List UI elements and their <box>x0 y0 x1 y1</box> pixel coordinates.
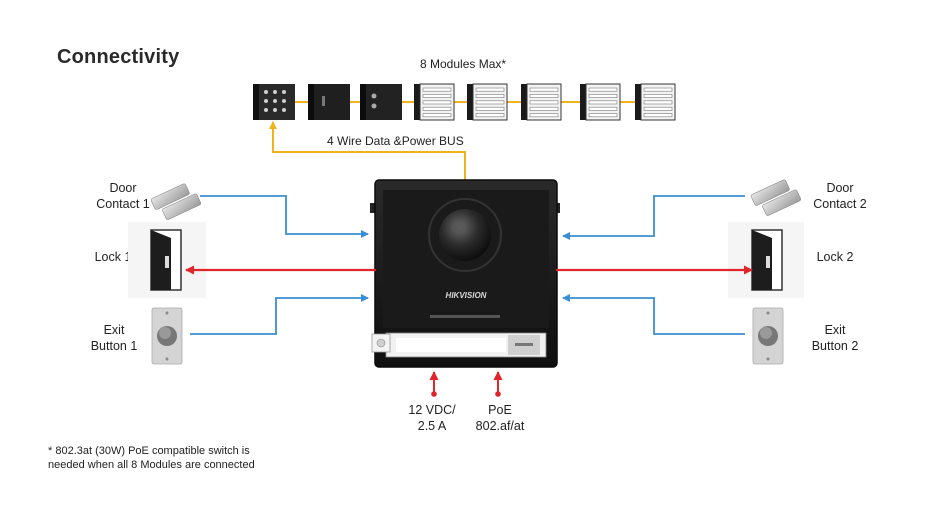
dc-power-label: 12 VDC/ 2.5 A <box>408 403 456 433</box>
indicator-module <box>360 84 402 120</box>
exit-button-1-label: Exit Button 1 <box>90 323 138 353</box>
door-contact-2-wire <box>562 195 745 240</box>
keypad-module <box>253 84 295 120</box>
door-contact-1-wire <box>200 195 369 238</box>
exit-button-1-wire <box>190 294 369 335</box>
lock-1-label: Lock 1 <box>94 250 132 264</box>
door-contact-2-label: Door Contact 2 <box>813 181 867 211</box>
modules-max-label: 8 Modules Max* <box>420 57 507 71</box>
door-contact-1-label: Door Contact 1 <box>96 181 150 211</box>
lock-1-icon <box>128 222 206 298</box>
lock-2-icon <box>728 222 804 298</box>
card-reader-module <box>308 84 350 120</box>
exit-button-2-wire <box>562 294 745 335</box>
lock-2-label: Lock 2 <box>816 250 854 264</box>
bus-label: 4 Wire Data &Power BUS <box>327 134 464 148</box>
button-module <box>414 83 455 121</box>
door-contact-2 <box>750 179 802 216</box>
page-title: Connectivity <box>57 46 180 68</box>
door-station: HIKVISION <box>370 179 560 368</box>
expansion-modules <box>253 83 676 121</box>
button-module <box>635 83 676 121</box>
button-module <box>521 83 562 121</box>
exit-button-2-label: Exit Button 2 <box>811 323 859 353</box>
poe-label: PoE 802.af/at <box>475 403 525 433</box>
name-label-panel <box>385 332 547 358</box>
button-module <box>467 83 508 121</box>
footnote: * 802.3at (30W) PoE compatible switch is… <box>48 445 255 471</box>
exit-button-2-icon <box>752 307 784 365</box>
exit-button-1-icon <box>151 307 183 365</box>
button-module <box>580 83 621 121</box>
door-contact-1 <box>150 183 202 220</box>
brand-logo: HIKVISION <box>446 291 487 300</box>
